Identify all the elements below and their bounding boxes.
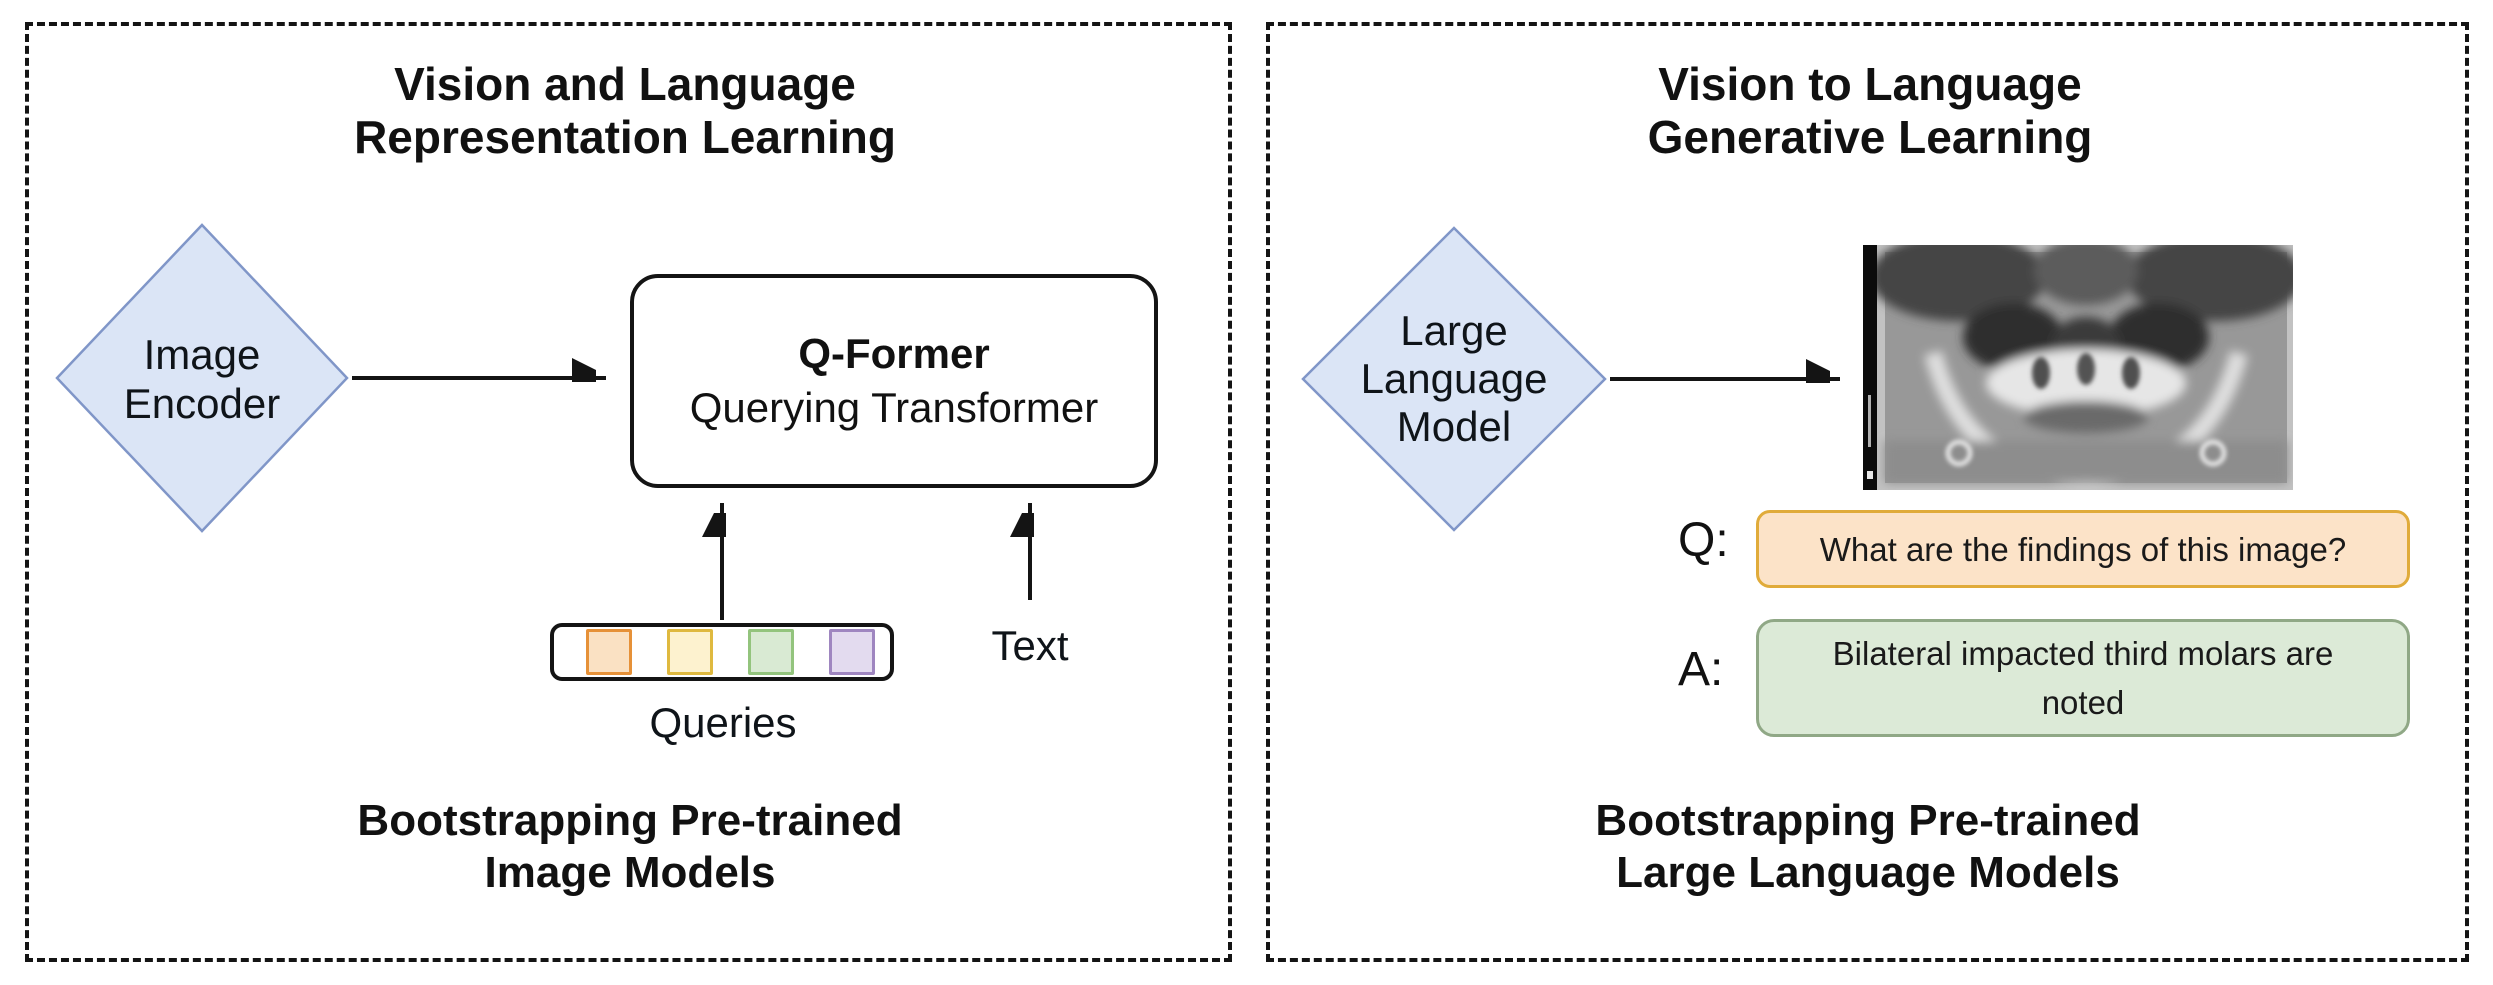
panoramic-xray-image [1863, 245, 2293, 490]
qformer-box: Q-Former Querying Transformer [630, 274, 1158, 488]
right-caption-line1: Bootstrapping Pre-trained [1595, 796, 2141, 845]
answer-text-line1: Bilateral impacted third molars are [1832, 635, 2334, 672]
qformer-title: Q-Former [798, 330, 990, 377]
llm-line3: Model [1396, 403, 1512, 450]
query-token-orange [586, 629, 632, 675]
queries-label: Queries [649, 699, 797, 746]
answer-bubble: Bilateral impacted third molars are note… [1756, 619, 2410, 737]
right-caption-line2: Large Language Models [1616, 848, 2120, 897]
queries-token-box [550, 623, 894, 681]
query-token-yellow [667, 629, 713, 675]
left-title-line2: Representation Learning [354, 111, 896, 163]
image-encoder-line2: Encoder [123, 380, 281, 427]
right-title-line2: Generative Learning [1647, 111, 2093, 163]
answer-text-line2: noted [2041, 684, 2125, 721]
left-title-line1: Vision and Language [394, 58, 856, 110]
image-encoder-label: Image Encoder [92, 330, 312, 428]
left-panel-title: Vision and Language Representation Learn… [330, 58, 920, 164]
representation-learning-panel [25, 22, 1232, 962]
answer-label: A: [1678, 643, 1724, 696]
left-caption-line1: Bootstrapping Pre-trained [357, 796, 903, 845]
right-panel-title: Vision to Language Generative Learning [1570, 58, 2170, 164]
right-title-line1: Vision to Language [1658, 58, 2082, 110]
llm-line1: Large [1400, 307, 1508, 354]
question-bubble: What are the findings of this image? [1756, 510, 2410, 588]
left-caption-line2: Image Models [484, 848, 776, 897]
xray-side-strip [1863, 245, 1877, 490]
left-panel-caption: Bootstrapping Pre-trained Image Models [310, 795, 950, 899]
llm-line2: Language [1360, 355, 1548, 402]
query-token-purple [829, 629, 875, 675]
question-label: Q: [1678, 514, 1729, 567]
generative-learning-panel [1266, 22, 2469, 962]
llm-label: Large Language Model [1344, 307, 1564, 451]
image-encoder-line1: Image [143, 331, 261, 378]
qformer-subtitle: Querying Transformer [689, 384, 1099, 431]
question-text: What are the findings of this image? [1819, 530, 2347, 568]
query-token-green [748, 629, 794, 675]
right-panel-caption: Bootstrapping Pre-trained Large Language… [1548, 795, 2188, 899]
text-input-label: Text [991, 622, 1069, 669]
